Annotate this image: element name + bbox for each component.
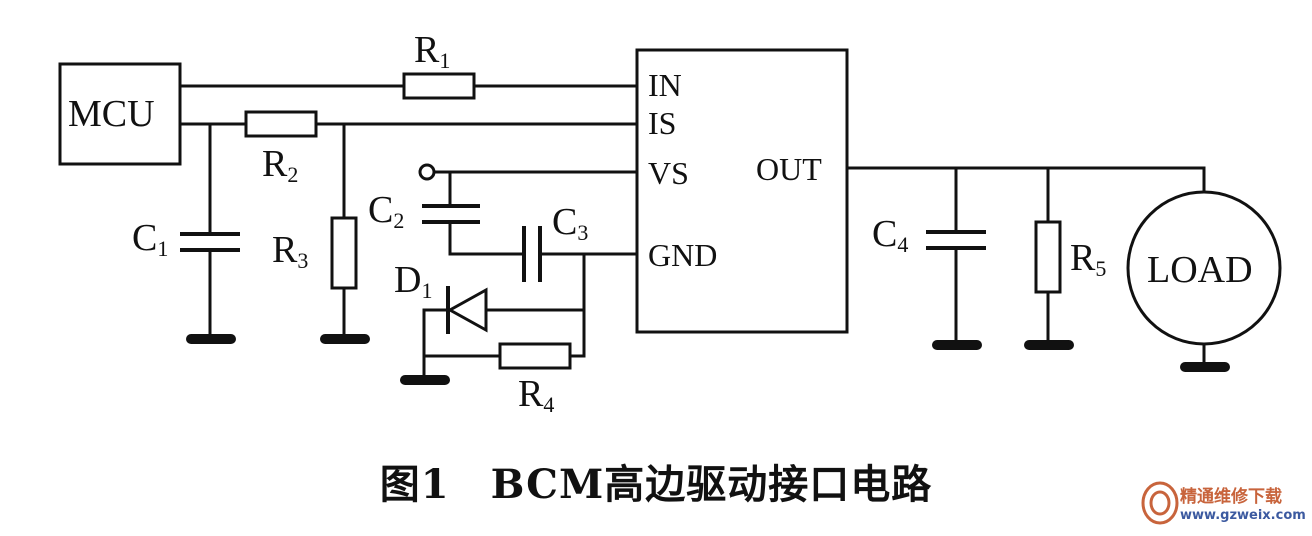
r2-resistor bbox=[244, 110, 318, 138]
r2-label: R2 bbox=[262, 143, 298, 187]
d1-label: D1 bbox=[394, 259, 432, 303]
r5-resistor bbox=[1034, 166, 1062, 346]
load-label: LOAD bbox=[1147, 249, 1253, 291]
r1-label: R1 bbox=[414, 29, 450, 73]
c2-capacitor bbox=[422, 170, 526, 256]
ground-symbol bbox=[1024, 340, 1074, 350]
r4-resistor bbox=[498, 342, 572, 370]
figure-caption: 图1 BCM高边驱动接口电路 bbox=[379, 461, 933, 508]
watermark-title: 精通维修下载 bbox=[1180, 487, 1282, 507]
mcu-block bbox=[58, 62, 182, 166]
watermark-logo-icon bbox=[1141, 481, 1179, 525]
r5-label: R5 bbox=[1070, 237, 1106, 281]
ground-symbol bbox=[400, 375, 450, 385]
vs-terminal bbox=[418, 163, 436, 181]
r1-resistor bbox=[402, 72, 476, 100]
ground-symbol bbox=[320, 334, 370, 344]
ground-symbol bbox=[1180, 362, 1230, 372]
watermark-url: www.gzweix.com bbox=[1180, 508, 1306, 523]
pin-vs-label: VS bbox=[648, 155, 689, 191]
pin-gnd-label: GND bbox=[648, 237, 717, 273]
r3-label: R3 bbox=[272, 229, 308, 273]
ground-symbol bbox=[932, 340, 982, 350]
pin-in-label: IN bbox=[648, 67, 682, 103]
r4-label: R4 bbox=[518, 373, 554, 417]
driver-ic bbox=[635, 48, 849, 334]
gnd-return-wire bbox=[422, 252, 586, 382]
mcu-label: MCU bbox=[68, 93, 155, 135]
c4-label: C4 bbox=[872, 213, 908, 257]
c4-capacitor bbox=[926, 166, 986, 346]
pin-is-label: IS bbox=[648, 105, 676, 141]
c1-capacitor bbox=[180, 122, 240, 342]
r3-resistor bbox=[330, 122, 358, 342]
watermark: 精通维修下载 www.gzweix.com bbox=[1140, 472, 1310, 534]
c1-label: C1 bbox=[132, 217, 168, 261]
out-wire bbox=[845, 166, 1206, 194]
c3-label: C3 bbox=[552, 201, 588, 245]
c3-capacitor bbox=[522, 226, 639, 282]
ground-symbol bbox=[186, 334, 236, 344]
c2-label: C2 bbox=[368, 189, 404, 233]
pin-out-label: OUT bbox=[756, 151, 822, 187]
d1-diode bbox=[446, 286, 488, 334]
